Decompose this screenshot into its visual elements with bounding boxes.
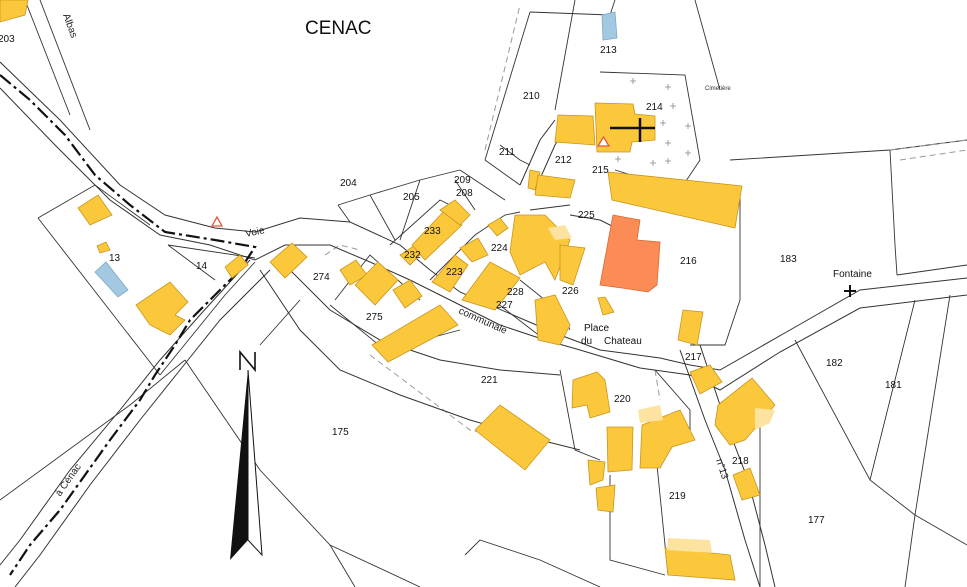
triangle-marker-icon — [210, 215, 224, 227]
parcel-label: 233 — [424, 226, 441, 237]
road-label-albas: Albas — [60, 12, 79, 39]
parcel-label: 220 — [614, 394, 631, 405]
parcel-label: 223 — [446, 267, 463, 278]
map-title: CENAC — [305, 18, 372, 39]
parcel-label: 208 — [456, 188, 473, 199]
parcel-label: 275 — [366, 312, 383, 323]
parcel-labels: 203 210 211 212 213 214 215 216 183 204 … — [0, 34, 902, 526]
parcel-label: 175 — [332, 427, 349, 438]
parcel-label: 225 — [578, 210, 595, 221]
parcel-label: 205 — [403, 192, 420, 203]
church-cross-icon — [610, 118, 655, 142]
parcel-label: 226 — [562, 286, 579, 297]
parcel-label: 228 — [507, 287, 524, 298]
fountain-label: Fontaine — [833, 269, 872, 280]
parcel-label: 210 — [523, 91, 540, 102]
parcel-label: 182 — [826, 358, 843, 369]
parcel-label: 224 — [491, 243, 508, 254]
parcel-label: 13 — [109, 253, 121, 264]
north-arrow-icon — [230, 349, 263, 560]
buildings — [0, 0, 776, 581]
commune-boundary — [0, 74, 257, 576]
parcel-label: 213 — [600, 45, 617, 56]
dashed-boundaries — [324, 4, 967, 441]
parcel-label: 177 — [808, 515, 825, 526]
square-label-line3: Chateau — [604, 336, 642, 347]
parcel-label: 221 — [481, 375, 498, 386]
parcel-label: 212 — [555, 155, 572, 166]
parcel-label: 216 — [680, 256, 697, 267]
triangle-marker-icon — [596, 135, 611, 147]
parcel-label: 214 — [646, 102, 663, 113]
parcel-label: 14 — [196, 261, 208, 272]
road-label-cenac: à Cénac — [53, 462, 83, 499]
parcel-label: 227 — [496, 300, 513, 311]
parcel-label: 217 — [685, 352, 702, 363]
fountain-cross-icon — [844, 285, 856, 297]
parcel-label: 183 — [780, 254, 797, 265]
parcel-label: 211 — [499, 147, 515, 158]
parcel-label: 219 — [669, 491, 686, 502]
parcel-label: 203 — [0, 34, 15, 45]
parcel-label: 274 — [313, 272, 330, 283]
square-label-line1: Place — [584, 323, 609, 334]
cemetery-crosses — [615, 78, 691, 166]
water-features — [94, 11, 618, 298]
parcel-label: 218 — [732, 456, 749, 467]
parcel-label: 215 — [592, 165, 609, 176]
parcel-label: 204 — [340, 178, 357, 189]
place-labels: Cimetière Fontaine Place du Chateau — [581, 86, 872, 347]
parcel-label: 181 — [885, 380, 902, 391]
parcel-label: 209 — [454, 175, 471, 186]
square-label-line2: du — [581, 336, 592, 347]
road-label-rd13: n°13 — [713, 458, 730, 481]
cemetery-label: Cimetière — [705, 86, 731, 92]
road-label-voie: Voie — [244, 225, 266, 240]
parcel-label: 232 — [404, 250, 421, 261]
